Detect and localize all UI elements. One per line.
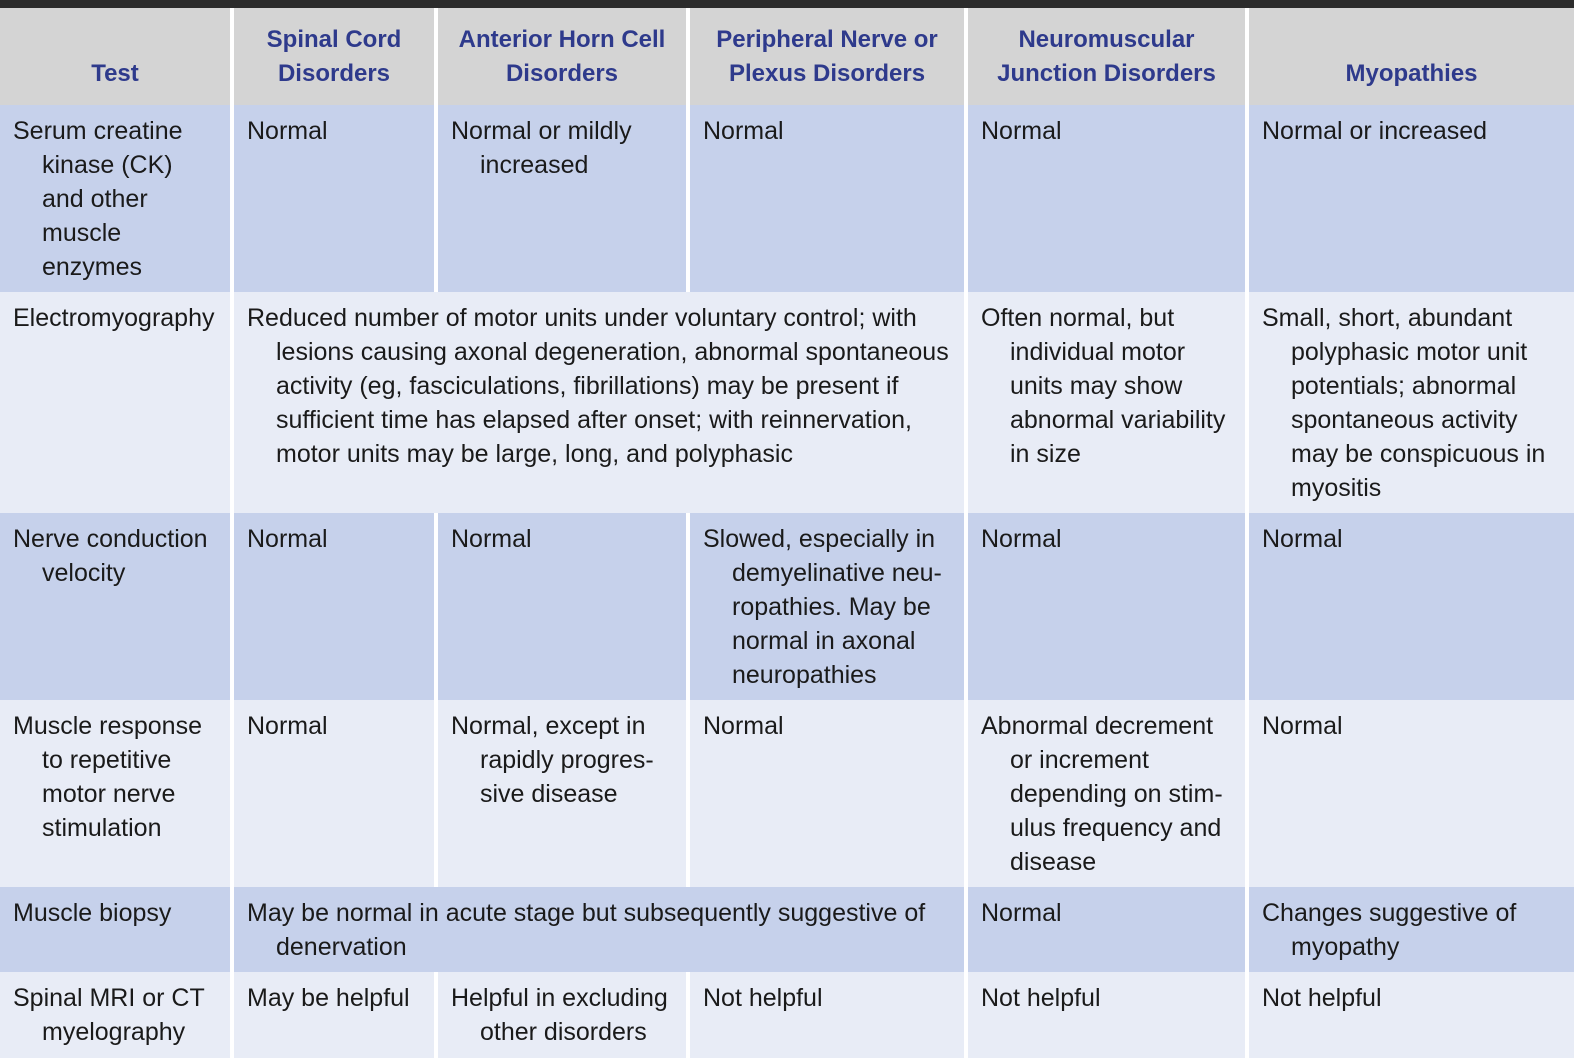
cell-spinal-to-peripheral: Reduced number of motor units under volu… [230, 292, 966, 513]
table-row-repetitive-stimulation: Muscle response to repetitive motor nerv… [0, 700, 1574, 887]
header-nmj: Neuromuscular Junction Disorders [964, 8, 1247, 105]
cell-anterior-horn: Normal or mildly increased [434, 105, 688, 292]
cell-spinal-cord: May be helpful [230, 972, 436, 1058]
table-row-nerve-conduction: Nerve conduction velocity Normal Normal … [0, 513, 1574, 700]
cell-spinal-cord: Normal [230, 105, 436, 292]
cell-myopathies: Normal or increased [1245, 105, 1574, 292]
header-peripheral-nerve: Peripheral Nerve or Plexus Disorders [686, 8, 966, 105]
cell-myopathies: Normal [1245, 700, 1574, 887]
table-body: Serum creatine kinase (CK) and other mus… [0, 105, 1574, 1058]
cell-anterior-horn: Helpful in excluding other disorders [434, 972, 688, 1058]
cell-test: Muscle biopsy [0, 887, 232, 972]
cell-peripheral-nerve: Normal [686, 700, 966, 887]
header-myopathies: Myopathies [1245, 8, 1574, 105]
cell-nmj: Abnormal decrement or increment dependin… [964, 700, 1247, 887]
table-header: Test Spinal Cord Disorders Anterior Horn… [0, 8, 1574, 105]
cell-test: Spinal MRI or CT myelography [0, 972, 232, 1058]
cell-spinal-cord: Normal [230, 700, 436, 887]
cell-test: Muscle response to repetitive motor nerv… [0, 700, 232, 887]
cell-peripheral-nerve: Normal [686, 105, 966, 292]
diagnostic-tests-table: Test Spinal Cord Disorders Anterior Horn… [0, 8, 1574, 1058]
cell-myopathies: Normal [1245, 513, 1574, 700]
header-row: Test Spinal Cord Disorders Anterior Horn… [0, 8, 1574, 105]
cell-nmj: Normal [964, 887, 1247, 972]
cell-test: Nerve conduction velocity [0, 513, 232, 700]
cell-spinal-cord: Normal [230, 513, 436, 700]
cell-nmj: Normal [964, 513, 1247, 700]
cell-myopathies: Not helpful [1245, 972, 1574, 1058]
cell-test: Electromyography [0, 292, 232, 513]
table-row-electromyography: Electromyography Reduced number of motor… [0, 292, 1574, 513]
cell-nmj: Often normal, but individual motor units… [964, 292, 1247, 513]
table-row-serum-ck: Serum creatine kinase (CK) and other mus… [0, 105, 1574, 292]
cell-peripheral-nerve: Not helpful [686, 972, 966, 1058]
cell-nmj: Normal [964, 105, 1247, 292]
cell-anterior-horn: Normal, except in rapidly progres­sive d… [434, 700, 688, 887]
cell-spinal-to-peripheral: May be normal in acute stage but subsequ… [230, 887, 966, 972]
cell-myopathies: Small, short, abundant polyphasic motor … [1245, 292, 1574, 513]
cell-nmj: Not helpful [964, 972, 1247, 1058]
table-row-spinal-mri: Spinal MRI or CT myelography May be help… [0, 972, 1574, 1058]
header-anterior-horn: Anterior Horn Cell Disorders [434, 8, 688, 105]
cell-myopathies: Changes suggestive of myopathy [1245, 887, 1574, 972]
cell-anterior-horn: Normal [434, 513, 688, 700]
header-test: Test [0, 8, 232, 105]
header-spinal-cord: Spinal Cord Disorders [230, 8, 436, 105]
cell-test: Serum creatine kinase (CK) and other mus… [0, 105, 232, 292]
cell-peripheral-nerve: Slowed, especially in demyelinative neu­… [686, 513, 966, 700]
table-row-muscle-biopsy: Muscle biopsy May be normal in acute sta… [0, 887, 1574, 972]
